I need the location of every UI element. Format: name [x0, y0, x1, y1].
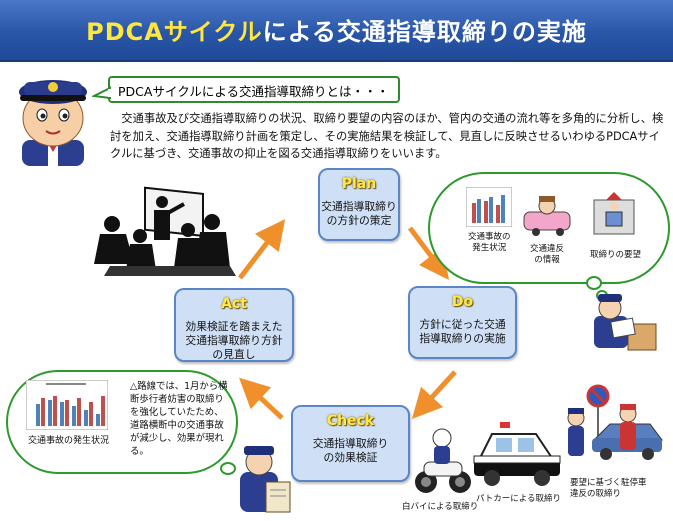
- phase-do-box: Do 方針に従った交通 指導取締りの実施: [408, 286, 517, 359]
- speech-bubble-text: PDCAサイクルによる交通指導取締りとは・・・: [118, 84, 389, 99]
- patrol-car-illustration: [473, 422, 561, 486]
- phase-check-desc: 交通指導取締り の効果検証: [312, 437, 389, 464]
- speech-bubble: [108, 76, 400, 103]
- phase-check-box: Check 交通指導取締り の効果検証: [291, 405, 410, 482]
- violation-car-illustration: [523, 196, 571, 236]
- speech-bubble-tail: [92, 86, 112, 100]
- police-mascot-illustration: [19, 80, 87, 166]
- arrow-plan-to-do: [408, 226, 449, 280]
- label-accident-trend: 交通事故の発生状況: [28, 436, 110, 446]
- title-bar: [0, 0, 673, 62]
- accident-trend-chart-thumbnail: [26, 380, 108, 430]
- check-cloud-tail-bubble: [220, 462, 236, 475]
- phase-act-desc: 効果検証を踏まえた 交通指導取締り方針 の見直し: [185, 320, 283, 361]
- phase-check-title: Check: [326, 413, 375, 429]
- parking-enforcement-illustration: [567, 384, 663, 460]
- check-analysis-note: △路線では、1月から横断歩行者妨害の取締りを強化していたため、道路横断中の交通事…: [130, 381, 228, 457]
- label-enforcement-requests: 取締りの要望: [590, 250, 642, 260]
- phase-do-desc: 方針に従った交通 指導取締りの実施: [419, 318, 506, 345]
- title-rest: による交通指導取締りの実施: [262, 18, 587, 46]
- request-neighborhood-illustration: [593, 192, 635, 235]
- phase-plan-box: Plan 交通指導取締り の方針の策定: [318, 168, 400, 241]
- phase-act-box: Act 効果検証を踏まえた 交通指導取締り方針 の見直し: [174, 288, 294, 362]
- page-title: PDCAサイクルによる交通指導取締りの実施: [0, 12, 673, 47]
- label-parking-enforcement: 要望に基づく駐停車 違反の取締り: [570, 478, 647, 499]
- officer-desk-illustration: [594, 294, 657, 351]
- arrow-act-to-plan: [238, 219, 286, 280]
- label-violation-info: 交通違反 の情報: [530, 244, 565, 265]
- cloud-tail-bubble: [586, 276, 602, 290]
- title-accent: PDCAサイクル: [86, 18, 263, 46]
- label-patrol-car-enforcement: パトカーによる取締り: [476, 494, 562, 504]
- phase-plan-title: Plan: [341, 176, 377, 192]
- label-accident-status: 交通事故の 発生状況: [468, 232, 511, 253]
- officer-review-illustration: [240, 446, 291, 513]
- accident-chart-thumbnail: [466, 187, 512, 227]
- label-motorcycle-enforcement: 白バイによる取締り: [402, 502, 479, 512]
- arrow-do-to-check: [411, 370, 457, 420]
- phase-plan-desc: 交通指導取締り の方針の策定: [321, 200, 397, 227]
- police-motorcycle-illustration: [415, 428, 471, 493]
- arrow-check-to-act: [239, 377, 284, 420]
- phase-act-title: Act: [221, 296, 247, 312]
- phase-do-title: Do: [451, 294, 474, 310]
- meeting-silhouette-illustration: [94, 186, 236, 276]
- intro-paragraph: 交通事故及び交通指導取締りの状況、取締り要望の内容のほか、管内の交通の流れ等を多…: [110, 112, 664, 160]
